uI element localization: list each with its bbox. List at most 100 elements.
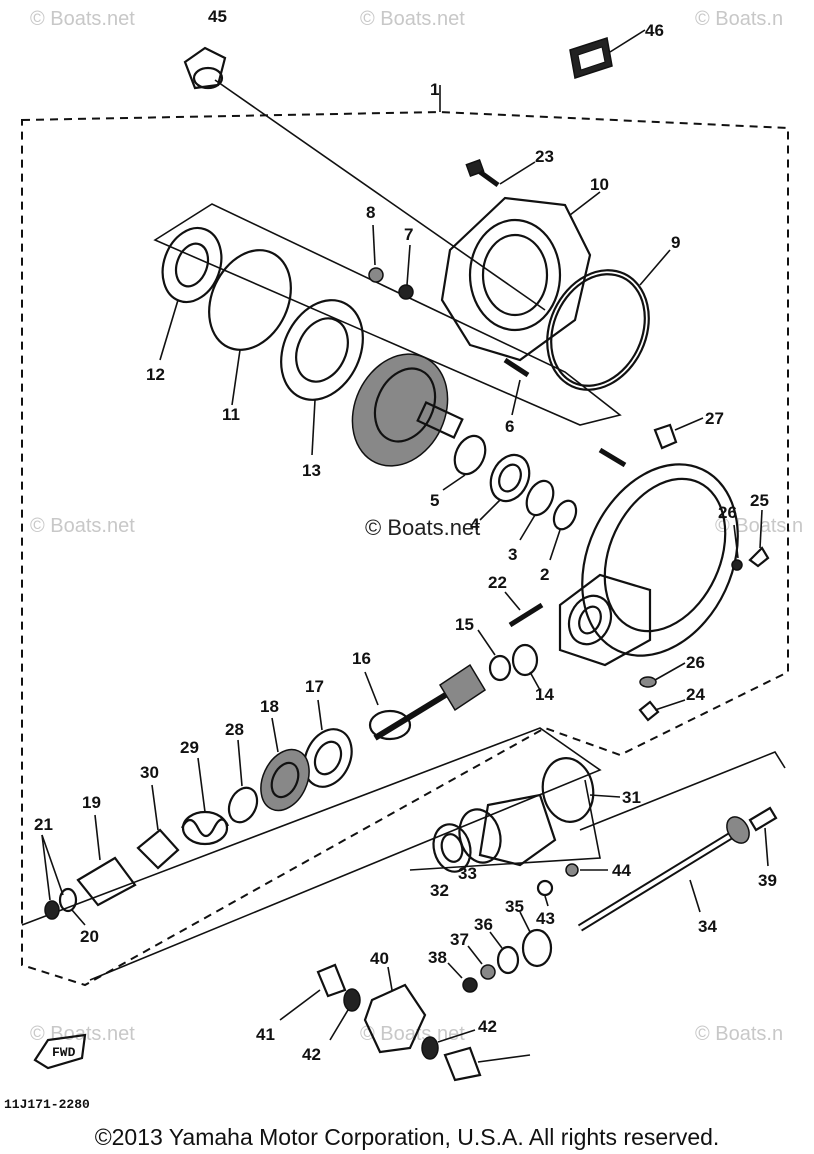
callout-label: 10 xyxy=(590,175,609,194)
callout-label: 30 xyxy=(140,763,159,782)
part-11-ring xyxy=(208,249,292,406)
part-43-nut xyxy=(536,879,554,907)
watermark: © Boats.net xyxy=(30,515,135,537)
center-watermark: © Boats.net xyxy=(365,515,480,540)
callout-label: 22 xyxy=(488,573,507,592)
callout-label: 23 xyxy=(535,147,554,166)
callout-label: 31 xyxy=(622,788,641,807)
part-21-circlip xyxy=(41,834,64,920)
callout-label: 5 xyxy=(430,491,439,510)
callout-label: 26 xyxy=(718,503,737,522)
group-box-shaft xyxy=(409,779,601,871)
callout-label: 44 xyxy=(612,861,631,880)
part-34-shaft xyxy=(577,816,750,932)
callout-label: 4 xyxy=(470,515,480,534)
part-41-bushing xyxy=(279,963,347,1021)
part-29-spring xyxy=(181,757,230,846)
part-38-nut xyxy=(447,962,478,993)
watermark: © Boats.n xyxy=(695,8,783,30)
callout-label: 3 xyxy=(508,545,517,564)
callout-label: 1 xyxy=(430,80,439,99)
part-4-bearing xyxy=(479,453,531,521)
callout-label: 40 xyxy=(370,949,389,968)
part-bushing-lower xyxy=(443,1046,531,1082)
copyright-notice: ©2013 Yamaha Motor Corporation, U.S.A. A… xyxy=(94,1124,720,1150)
callout-labels: 1 2 3 4 5 6 7 8 9 10 11 12 13 14 15 16 1… xyxy=(34,7,777,1064)
part-23-bolt xyxy=(465,159,536,188)
callout-label: 17 xyxy=(305,677,324,696)
part-15-spacer xyxy=(477,629,512,682)
part-37-nut xyxy=(467,945,496,980)
fwd-arrow-icon: FWD xyxy=(33,1033,87,1070)
callout-label: 19 xyxy=(82,793,101,812)
watermark: © Boats.n xyxy=(695,1023,783,1045)
part-10-cover xyxy=(440,191,601,362)
callout-label: 32 xyxy=(430,881,449,900)
callout-label: 42 xyxy=(478,1017,497,1036)
group-box-lower xyxy=(21,727,602,981)
part-31-o-ring xyxy=(541,757,621,823)
callout-label: 33 xyxy=(458,864,477,883)
callout-label: 43 xyxy=(536,909,555,928)
callout-label: 46 xyxy=(645,21,664,40)
callout-label: 7 xyxy=(404,225,413,244)
callout-label: 12 xyxy=(146,365,165,384)
callout-label: 42 xyxy=(302,1045,321,1064)
callout-label: 35 xyxy=(505,897,524,916)
part-ring-gear xyxy=(351,353,464,467)
part-35-bearing xyxy=(519,911,553,968)
part-22-stud xyxy=(504,591,544,628)
part-27-plug xyxy=(653,417,704,450)
part-5-shim xyxy=(442,434,487,491)
callout-label: 20 xyxy=(80,927,99,946)
fwd-label: FWD xyxy=(52,1045,76,1060)
callout-label: 9 xyxy=(671,233,680,252)
callout-label: 39 xyxy=(758,871,777,890)
part-33-seal xyxy=(458,808,502,864)
part-20-washer xyxy=(58,887,86,926)
callout-label: 41 xyxy=(256,1025,275,1044)
part-40-u-joint xyxy=(363,966,427,1054)
part-30-cam xyxy=(136,784,180,870)
callout-label: 14 xyxy=(535,685,554,704)
part-18-gear xyxy=(260,717,310,812)
part-8-nut xyxy=(368,224,384,283)
part-33-bracket xyxy=(478,793,557,867)
callout-label: 29 xyxy=(180,738,199,757)
part-7-nut xyxy=(398,244,414,300)
part-14-bearing xyxy=(511,643,541,691)
callout-label: 6 xyxy=(505,417,514,436)
part-17-bearing xyxy=(303,699,353,788)
part-46-label xyxy=(569,29,646,79)
part-1-housing xyxy=(558,463,739,667)
callout-label: 38 xyxy=(428,948,447,967)
part-12-seal xyxy=(159,226,223,361)
callout-label: 25 xyxy=(750,491,769,510)
part-28-collar xyxy=(227,739,259,824)
callout-label: 2 xyxy=(540,565,549,584)
part-25-bolt xyxy=(748,509,770,568)
part-26-washer xyxy=(731,524,743,571)
callout-label: 28 xyxy=(225,720,244,739)
callout-label: 37 xyxy=(450,930,469,949)
part-19-joint xyxy=(76,814,137,907)
watermark: © Boats.net xyxy=(360,1023,465,1045)
callout-label: 24 xyxy=(686,685,705,704)
part-42-clip-right xyxy=(421,1029,476,1060)
callout-label: 36 xyxy=(474,915,493,934)
part-45-bushing xyxy=(183,46,546,311)
part-26-washer-lower xyxy=(639,662,686,688)
part-36-washer xyxy=(489,931,520,975)
callout-label: 16 xyxy=(352,649,371,668)
part-2-collar xyxy=(549,499,578,561)
callout-label: 26 xyxy=(686,653,705,672)
assembly-outline xyxy=(21,110,789,987)
watermark: © Boats.net xyxy=(30,8,135,30)
callout-label: 45 xyxy=(208,7,227,26)
callout-label: 34 xyxy=(698,917,717,936)
part-24-bolt xyxy=(638,699,686,722)
part-44-nut xyxy=(565,863,608,877)
callout-label: 15 xyxy=(455,615,474,634)
callout-label: 11 xyxy=(222,405,240,424)
